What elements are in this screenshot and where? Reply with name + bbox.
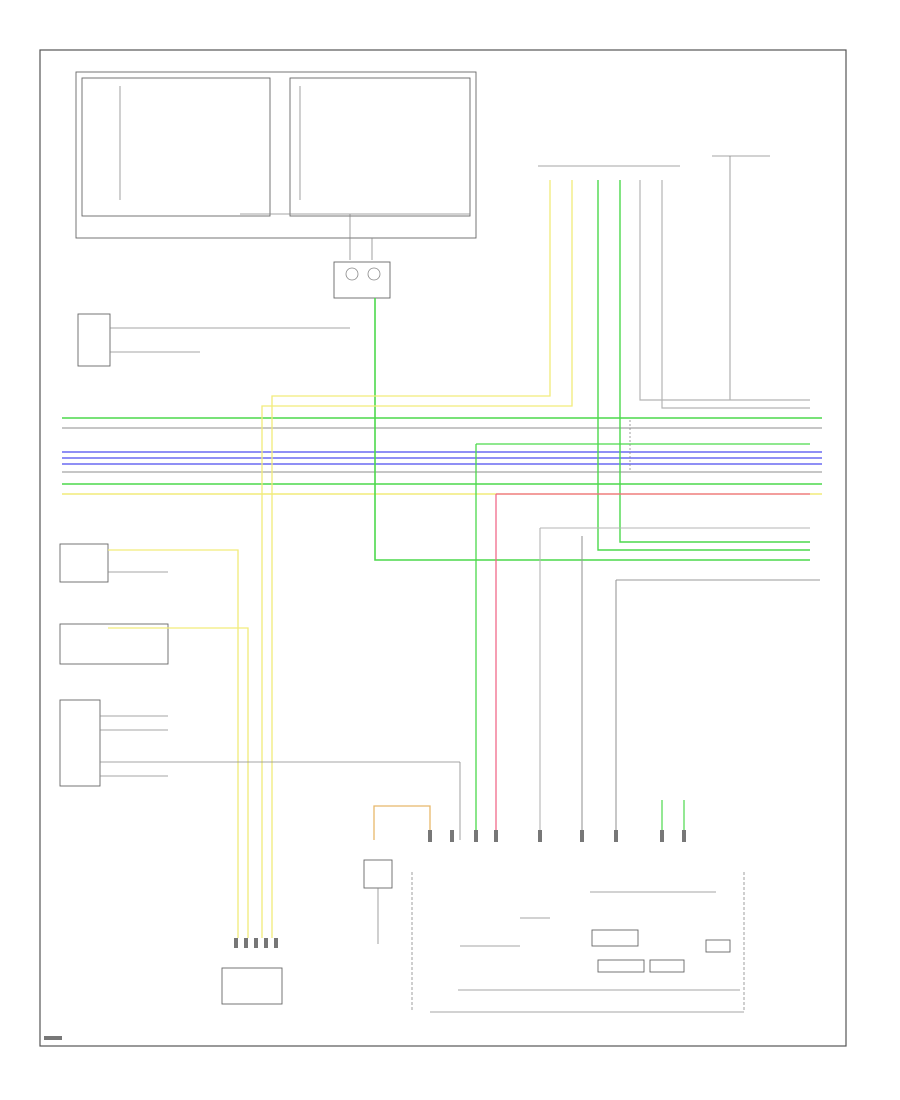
bottom-center-component xyxy=(363,805,431,944)
vertical-wires xyxy=(261,180,820,938)
top-left-component-block xyxy=(75,71,477,260)
bottom-right-module xyxy=(411,872,745,1013)
upper-right-module xyxy=(538,155,770,400)
horizontal-bus-lines xyxy=(62,417,822,495)
diagram-frame xyxy=(39,49,847,1047)
module-connectors xyxy=(428,830,686,842)
left-component-upper xyxy=(77,313,350,367)
center-connector-block xyxy=(333,261,391,299)
bottom-left-connector xyxy=(221,938,283,1005)
left-lower-components xyxy=(59,543,461,938)
corner-mark xyxy=(44,1036,62,1040)
